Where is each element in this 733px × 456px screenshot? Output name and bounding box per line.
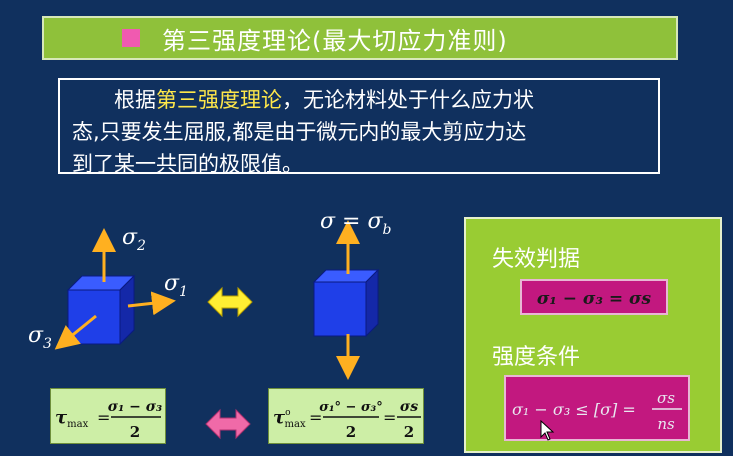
- sigma3-label: σ3: [28, 323, 52, 352]
- description-line-1: 根据第三强度理论，无论材料处于什么应力状: [72, 84, 648, 116]
- desc-prefix: 根据: [114, 88, 156, 112]
- sigma2-label: σ2: [122, 225, 146, 254]
- strength-condition-label: 强度条件: [492, 345, 581, 370]
- strength-denominator: ns: [657, 415, 675, 433]
- strength-lhs: σ₁ − σ₃ ≤ [σ] =: [512, 400, 636, 419]
- tau-max-formula: τmax = σ₁ − σ₃ 2: [55, 399, 162, 441]
- failure-formula-box: σ₁ − σ₃ = σs: [520, 279, 668, 315]
- bullet-square-icon: [122, 29, 140, 47]
- strength-formula-box: σ₁ − σ₃ ≤ [σ] = σs ns: [504, 375, 690, 441]
- tau-max-numerator: σ₁ − σ₃: [108, 399, 162, 415]
- description-line-2: 态,只要发生屈服,都是由于微元内的最大剪应力达: [72, 120, 527, 144]
- cube2-side-face: [365, 268, 379, 338]
- tau0-rhs-numerator: σs: [400, 399, 418, 415]
- title-bar: 第三强度理论(最大切应力准则): [42, 16, 678, 60]
- equivalence-arrow-icon: [207, 286, 253, 318]
- sigma-b-label: σ = σb: [320, 209, 391, 238]
- description-box: 根据第三强度理论，无论材料处于什么应力状 态,只要发生屈服,都是由于微元内的最大…: [58, 78, 660, 176]
- failure-formula-text: σ₁ − σ₃ = σs: [537, 289, 652, 309]
- desc-line1-rest: ，无论材料处于什么应力状: [282, 88, 534, 112]
- equals-sign-2: =: [383, 408, 396, 427]
- failure-formula: σ₁ − σ₃ = σs: [537, 289, 652, 309]
- equals-sign-1: =: [309, 408, 322, 427]
- sigma1-arrow: [127, 291, 176, 316]
- criterion-panel: 失效判据 σ₁ − σ₃ = σs 强度条件 σ₁ − σ₃ ≤ [σ] = σ…: [464, 217, 722, 453]
- cube-side-face: [119, 274, 135, 346]
- tau0-denominator: 2: [346, 423, 356, 441]
- tau0-rhs-denominator: 2: [404, 423, 414, 441]
- tau0-numerator: σ₁° − σ₃°: [319, 400, 383, 415]
- description-line-3: 到了某一共同的极限值。: [72, 152, 303, 176]
- strength-formula: σ₁ − σ₃ ≤ [σ] = σs ns: [512, 389, 682, 433]
- desc-highlight: 第三强度理论: [156, 88, 282, 112]
- cube2-front-face: [313, 281, 367, 337]
- sigma1-label: σ1: [164, 271, 188, 300]
- equals-sign: =: [97, 408, 110, 427]
- slide-title: 第三强度理论(最大切应力准则): [162, 26, 508, 55]
- sigma3-arrow: [54, 314, 97, 350]
- principal-stress-cube: [66, 274, 136, 346]
- failure-criterion-label: 失效判据: [492, 247, 581, 272]
- tau-max-denominator: 2: [130, 423, 140, 441]
- stress-diagram: σ2 σ1 σ3 σ = σb: [28, 209, 391, 440]
- formula-equivalence-arrow-icon: [205, 408, 251, 440]
- strength-numerator: σs: [657, 389, 675, 407]
- tau-max-formula-box: τmax = σ₁ − σ₃ 2: [50, 388, 166, 444]
- equivalent-stress-cube: [312, 268, 380, 338]
- tau-symbol: τmax: [55, 407, 89, 430]
- mouse-cursor-icon: [540, 420, 555, 441]
